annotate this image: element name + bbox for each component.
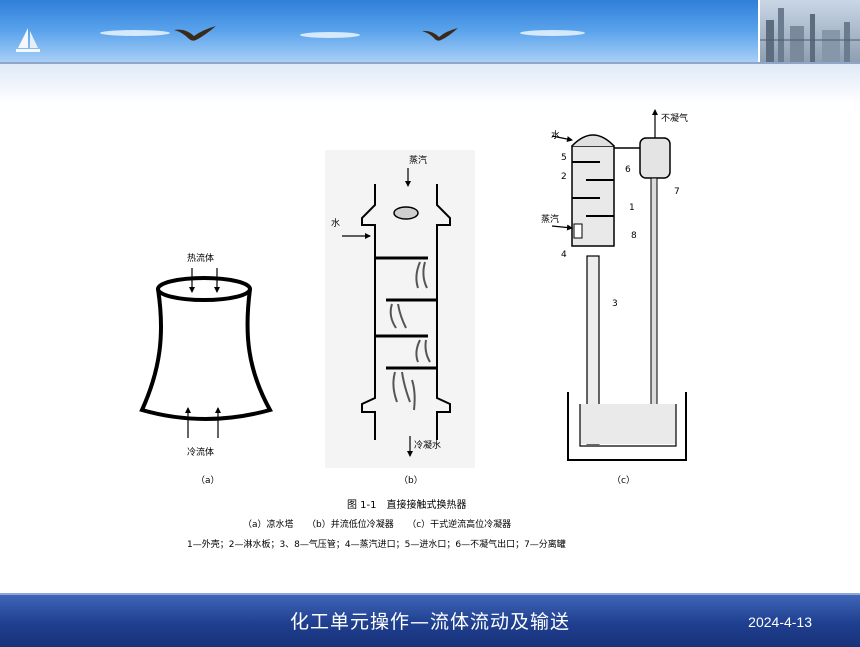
part-number-6: 6 (625, 165, 631, 175)
water-label-b: 水 (331, 217, 340, 229)
condensate-label-b: 冷凝水 (414, 439, 441, 451)
part-number-7: 7 (674, 187, 680, 197)
figure-legend-line: （a）凉水塔 （b）并流低位冷凝器 （c）干式逆流高位冷凝器 (243, 518, 511, 530)
footer-date: 2024-4-13 (748, 614, 812, 630)
part-number-3: 3 (612, 299, 618, 309)
steam-label-b: 蒸汽 (409, 154, 427, 166)
panel-c-label: （c） (612, 475, 635, 486)
part-number-1: 1 (629, 203, 635, 213)
panel-b-label: （b） (399, 475, 423, 486)
panel-a-cooling-tower: 热流体 冷流体 （a） (139, 252, 273, 486)
part-number-2: 2 (561, 172, 567, 182)
panel-b-parallel-condenser: 蒸汽 水 冷凝水 （b） (325, 150, 475, 486)
bird-icon (422, 28, 458, 41)
panel-c-countercurrent-condenser: 不凝气 水 蒸汽 1 2 3 4 5 6 7 8 （c） (541, 109, 688, 486)
footer-bar: 化工单元操作—流体流动及输送 2024-4-13 (0, 593, 860, 647)
cold-fluid-label: 冷流体 (187, 446, 214, 458)
water-label-c: 水 (551, 129, 560, 141)
part-number-5: 5 (561, 153, 567, 163)
part-number-4: 4 (561, 250, 567, 260)
figure-parts-line: 1—外壳；2—淋水板；3、8—气压管；4—蒸汽进口；5—进水口；6—不凝气出口；… (187, 538, 566, 550)
footer-title: 化工单元操作—流体流动及输送 (289, 611, 570, 633)
hot-fluid-label: 热流体 (187, 252, 214, 264)
header-banner (0, 0, 860, 62)
noncondensable-label: 不凝气 (661, 112, 688, 124)
bird-icon (174, 26, 216, 41)
figure-direct-contact-exchangers: 热流体 冷流体 （a） 蒸汽 水 冷凝水 （b） (139, 109, 688, 550)
part-number-8: 8 (631, 231, 637, 241)
sailboat-icon (16, 28, 40, 52)
factory-image (758, 0, 860, 62)
figure-title: 图 1-1 直接接触式换热器 (347, 498, 467, 511)
steam-label-c: 蒸汽 (541, 213, 559, 225)
panel-a-label: （a） (196, 475, 220, 486)
header-divider (0, 62, 860, 64)
